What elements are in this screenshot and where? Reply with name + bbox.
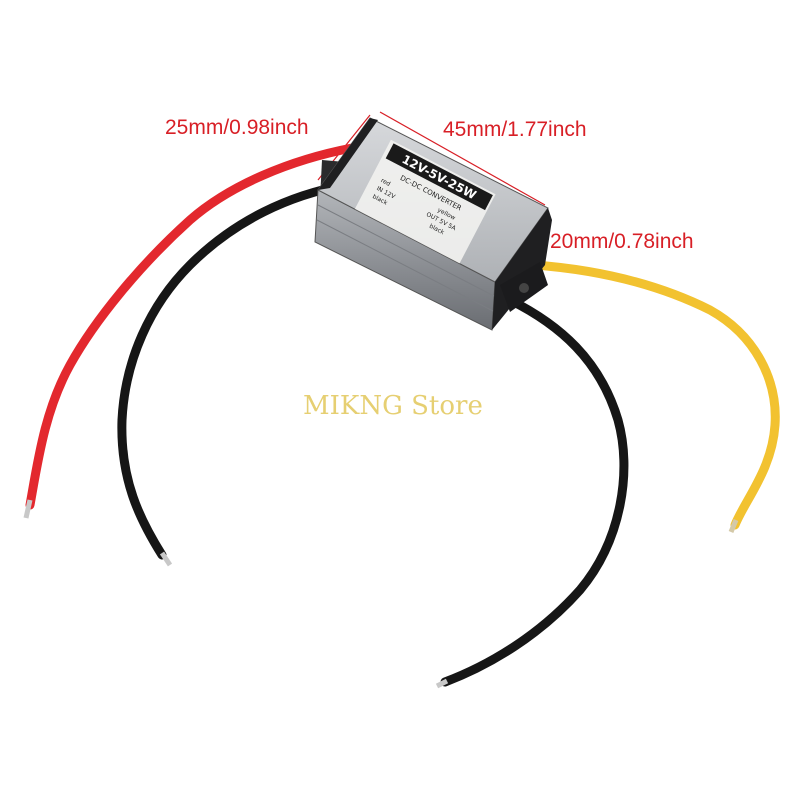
red-wire-tip: [23, 499, 33, 519]
black-input-wire-tip: [159, 551, 173, 567]
depth-dimension-label: 25mm/0.98inch: [165, 116, 309, 139]
height-dimension-label: 20mm/0.78inch: [550, 230, 694, 253]
store-watermark: MIKNG Store: [303, 391, 483, 421]
black-output-wire-tip: [435, 678, 449, 689]
length-dimension-label: 45mm/1.77inch: [443, 118, 587, 141]
yellow-wire: [530, 260, 780, 530]
black-input-wire: [117, 180, 350, 560]
black-output-wire: [440, 295, 629, 687]
red-wire: [25, 143, 357, 510]
yellow-wire-tip: [728, 519, 739, 533]
label-input-color: red: [379, 177, 391, 188]
product-label: 12V-5V-25W DC-DC CONVERTER red IN 12V bl…: [354, 139, 496, 264]
